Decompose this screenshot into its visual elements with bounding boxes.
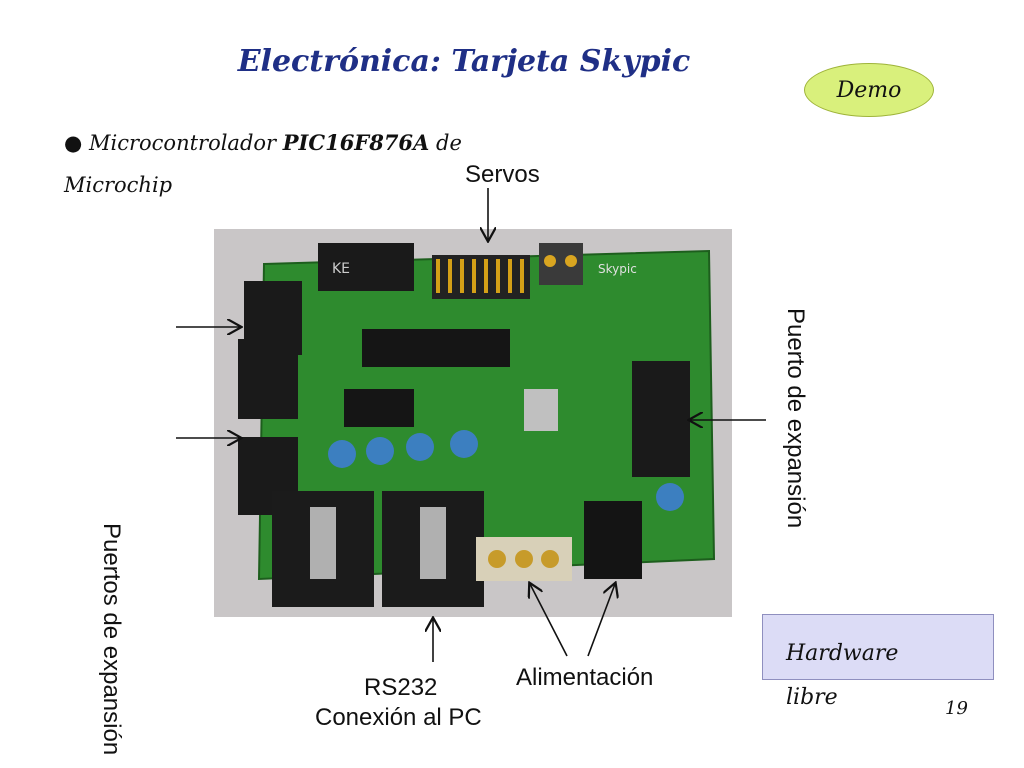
servos-label: Servos: [465, 161, 540, 188]
board-photo: KE Skypic: [214, 229, 732, 617]
hardware-note-box: [762, 614, 994, 680]
bullet-suffix: de Microchip: [64, 131, 462, 197]
connector-logo: KE: [332, 261, 350, 277]
hardware-note-text: Hardware libre: [786, 632, 898, 720]
demo-badge-label: Demo: [836, 77, 902, 103]
demo-badge[interactable]: Demo: [804, 63, 934, 117]
power-label: Alimentación: [516, 664, 654, 691]
slide-title: Electrónica: Tarjeta Skypic: [237, 44, 691, 79]
bullet-bold: PIC16F876A: [282, 130, 430, 155]
bullet-text: ● Microcontrolador PIC16F876A de Microch…: [64, 130, 462, 197]
power-arrow-left: [530, 584, 568, 657]
rs232-label: RS232: [364, 674, 438, 701]
board-silkscreen: Skypic: [598, 262, 637, 276]
bullet-prefix: Microcontrolador: [89, 131, 283, 155]
hardware-line-2: libre: [786, 685, 838, 710]
rs232-subtitle: Conexión al PC: [315, 704, 482, 731]
power-arrow-right: [587, 584, 615, 657]
hardware-line-1: Hardware: [786, 641, 899, 666]
page-number: 19: [945, 698, 968, 719]
